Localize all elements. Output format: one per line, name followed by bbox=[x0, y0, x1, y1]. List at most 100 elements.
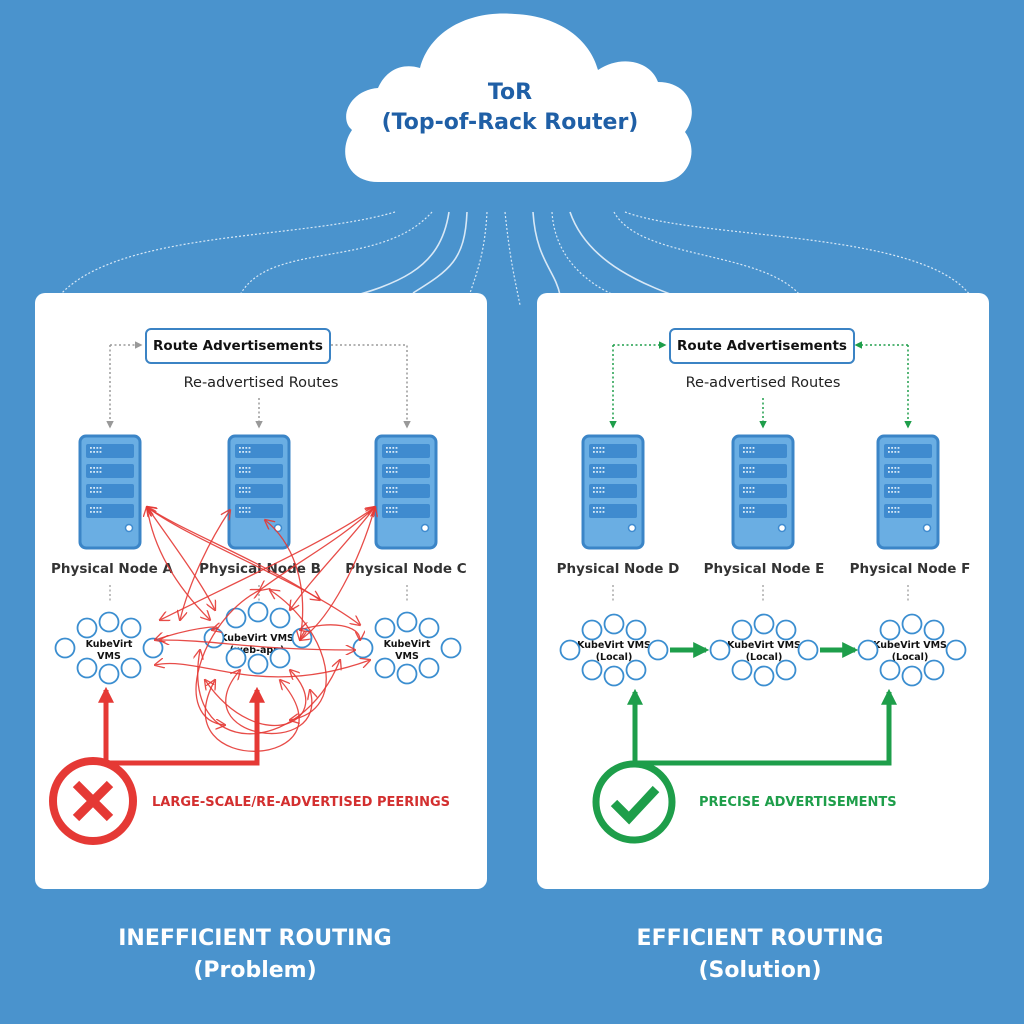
peering-arrow bbox=[265, 520, 303, 640]
vm-circle bbox=[374, 657, 396, 679]
drive-led bbox=[248, 447, 251, 449]
drive-led bbox=[90, 451, 92, 453]
vm-circle bbox=[352, 637, 374, 659]
drive-led bbox=[93, 451, 95, 453]
drive-led bbox=[888, 471, 890, 473]
cloud-shape bbox=[345, 13, 692, 182]
drive-led bbox=[752, 491, 755, 493]
drive-led bbox=[888, 507, 890, 509]
drive-led bbox=[90, 511, 92, 513]
drive-led bbox=[386, 471, 388, 473]
drive-led bbox=[593, 471, 595, 473]
drive-led bbox=[392, 491, 395, 493]
drive-led bbox=[389, 471, 391, 473]
vm-label-line2: (Local) bbox=[595, 652, 633, 663]
drive-led bbox=[99, 491, 102, 493]
drive-led bbox=[743, 507, 745, 509]
vm-cluster-b bbox=[203, 601, 313, 675]
drive-led bbox=[99, 487, 102, 489]
drive-led bbox=[599, 467, 602, 469]
vm-circle bbox=[753, 665, 775, 687]
vm-circle bbox=[945, 639, 967, 661]
drive-led bbox=[389, 451, 391, 453]
drive-led bbox=[749, 491, 752, 493]
drive-led bbox=[894, 511, 897, 513]
server-icon bbox=[581, 434, 645, 550]
drive-led bbox=[245, 447, 248, 449]
solution-caption: EFFICIENT ROUTING (Solution) bbox=[560, 923, 960, 987]
drive-led bbox=[593, 507, 595, 509]
tor-label: ToR (Top-of-Rack Router) bbox=[330, 78, 690, 138]
drive-led bbox=[897, 467, 900, 469]
drive-led bbox=[894, 471, 897, 473]
drive-led bbox=[93, 467, 95, 469]
drive-led bbox=[894, 507, 897, 509]
drive-led bbox=[99, 447, 102, 449]
drive-led bbox=[897, 507, 900, 509]
drive-led bbox=[90, 507, 92, 509]
drive-led bbox=[752, 487, 755, 489]
server-icon bbox=[731, 434, 795, 550]
drive-led bbox=[389, 447, 391, 449]
drive-led bbox=[90, 487, 92, 489]
drive-led bbox=[596, 447, 598, 449]
peering-arrow bbox=[290, 507, 375, 610]
drive-led bbox=[891, 471, 893, 473]
tor-link-line bbox=[504, 211, 521, 306]
drive-led bbox=[96, 451, 99, 453]
drive-led bbox=[891, 491, 893, 493]
drive-led bbox=[99, 471, 102, 473]
drive-led bbox=[245, 451, 248, 453]
drive-led bbox=[752, 447, 755, 449]
route-advertisements-box: Route Advertisements bbox=[145, 328, 331, 364]
check-mark bbox=[610, 785, 660, 825]
drive-led bbox=[395, 487, 398, 489]
drive-led bbox=[602, 487, 605, 489]
drive-led bbox=[392, 487, 395, 489]
drive-led bbox=[389, 467, 391, 469]
drive-led bbox=[245, 491, 248, 493]
drive-led bbox=[599, 487, 602, 489]
drive-led bbox=[599, 447, 602, 449]
drive-led bbox=[743, 471, 745, 473]
peering-arrow bbox=[160, 640, 355, 650]
drive-led bbox=[239, 511, 241, 513]
drive-led bbox=[248, 511, 251, 513]
ad-line-node-c bbox=[331, 344, 411, 429]
drive-led bbox=[239, 467, 241, 469]
drive-led bbox=[746, 511, 748, 513]
route-advertisements-box: Route Advertisements bbox=[669, 328, 855, 364]
vm-circle bbox=[76, 657, 98, 679]
drive-led bbox=[392, 451, 395, 453]
vm-circle bbox=[901, 665, 923, 687]
vm-cluster-label-c: KubeVirt VMS bbox=[352, 639, 462, 663]
peering-arrow bbox=[180, 510, 230, 620]
drive-led bbox=[392, 467, 395, 469]
peering-arrow bbox=[270, 590, 327, 720]
drive-led bbox=[897, 471, 900, 473]
drive-led bbox=[891, 451, 893, 453]
solution-arrow-f bbox=[635, 688, 898, 766]
peering-arrow bbox=[204, 680, 300, 752]
vm-circle bbox=[225, 647, 247, 669]
drive-led bbox=[93, 507, 95, 509]
server-drive-bay bbox=[235, 504, 283, 518]
drive-led bbox=[245, 467, 248, 469]
tor-link-line bbox=[412, 211, 468, 294]
server-drive-bay bbox=[235, 484, 283, 498]
x-circle-icon bbox=[49, 757, 137, 845]
drive-led bbox=[392, 507, 395, 509]
vm-label-line1: KubeVirt VMS bbox=[873, 640, 947, 651]
drive-led bbox=[752, 451, 755, 453]
server-drive-bay bbox=[86, 444, 134, 458]
drive-led bbox=[746, 471, 748, 473]
tor-link-line bbox=[613, 211, 801, 296]
vm-label-line1: KubeVirt VMS bbox=[727, 640, 801, 651]
vm-cluster-label-a: KubeVirt VMS bbox=[54, 639, 164, 663]
drive-led bbox=[90, 447, 92, 449]
drive-led bbox=[602, 511, 605, 513]
tor-link-line bbox=[239, 211, 433, 296]
vm-circle bbox=[647, 639, 669, 661]
drive-led bbox=[596, 511, 598, 513]
